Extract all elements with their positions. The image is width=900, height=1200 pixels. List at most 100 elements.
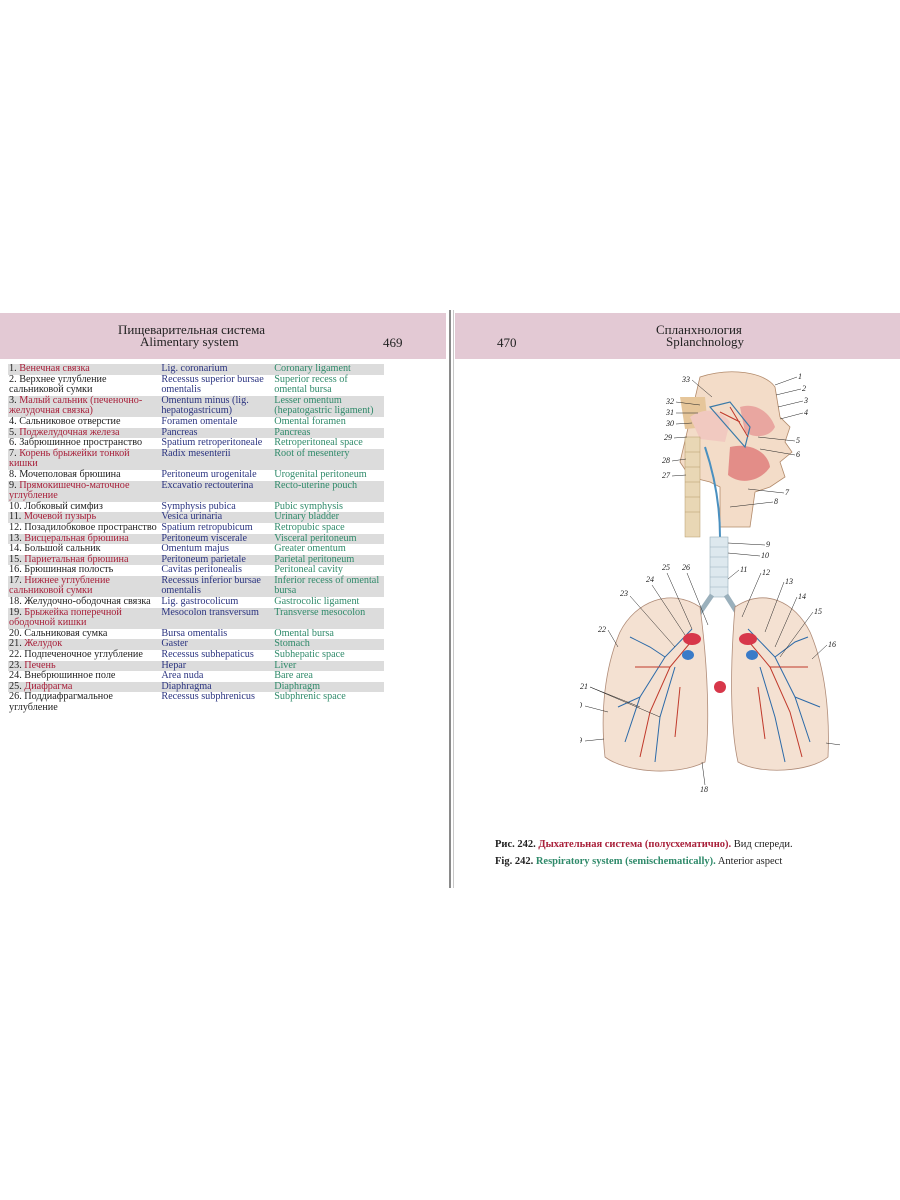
figure-labels: 1 2 3 4 5 6 7 8 9 10 11 12 13 14 15 16 1… xyxy=(580,372,836,794)
term-russian: 16. Брюшинная полость xyxy=(8,564,160,576)
term-english: Peritoneal cavity xyxy=(274,564,343,576)
term-english: Recto-uterine pouch xyxy=(273,480,384,502)
respiratory-figure: 1 2 3 4 5 6 7 8 9 10 11 12 13 14 15 16 1… xyxy=(580,371,840,794)
caption-ru-title: Дыхательная система (полусхематично). xyxy=(538,839,732,850)
term-russian-text: Мочеполовая брюшина xyxy=(19,468,121,480)
term-latin: Cavitas peritonealis xyxy=(161,564,242,576)
term-latin: Omentum majus xyxy=(161,543,229,555)
term-russian-text: Внебрюшинное поле xyxy=(24,670,116,682)
term-number: 10. xyxy=(9,500,22,512)
term-russian-text: Корень брыжейки тонкой кишки xyxy=(9,447,130,470)
left-header-band xyxy=(0,313,446,359)
term-russian: 17. Нижнее углубление сальниковой сумки xyxy=(8,575,161,598)
term-english: Retroperitoneal space xyxy=(274,437,363,449)
term-number: 3. xyxy=(9,394,17,406)
term-russian: 10. Лобковый симфиз xyxy=(8,500,160,513)
term-russian: 18. Желудочно-ободочная связка xyxy=(8,596,160,608)
term-latin: Spatium retroperitoneale xyxy=(161,437,263,449)
term-number: 24. xyxy=(9,670,22,682)
term-russian-text: Сальниковая сумка xyxy=(24,627,108,639)
term-russian: 8. Мочеполовая брюшина xyxy=(8,468,160,481)
term-russian-text: Диафрагма xyxy=(24,680,73,692)
term-russian: 22. Подпеченочное углубление xyxy=(8,649,160,661)
term-russian-text: Большой сальник xyxy=(24,543,101,555)
label-2: 2 xyxy=(802,384,806,393)
term-russian: 24. Внебрюшинное поле xyxy=(8,670,160,682)
label-12: 12 xyxy=(762,568,770,577)
term-latin: Symphysis pubica xyxy=(161,500,236,512)
label-22: 22 xyxy=(598,625,606,634)
table-row: 6. Забрюшинное пространство Spatium retro… xyxy=(8,437,384,449)
head-section xyxy=(679,371,793,538)
term-russian: 15. Париетальная брюшина xyxy=(8,554,161,566)
term-russian-text: Печень xyxy=(24,659,56,671)
right-page-number: 470 xyxy=(497,335,517,350)
term-number: 12. xyxy=(9,521,22,533)
label-33: 33 xyxy=(681,375,690,384)
term-english: Lesser omentum (hepatogastric ligament) xyxy=(273,395,384,417)
term-russian: 25. Диафрагма xyxy=(8,680,161,693)
term-latin: Recessus superior bursae omentalis xyxy=(161,373,264,396)
term-russian-text: Забрюшинное пространство xyxy=(19,437,143,449)
term-number: 1. xyxy=(9,363,17,374)
term-latin: Mesocolon transversum xyxy=(160,607,274,629)
term-latin: Hepar xyxy=(160,660,274,672)
label-19: 19 xyxy=(580,736,582,745)
label-30: 30 xyxy=(665,419,674,428)
term-english: Root of mesentery xyxy=(273,448,384,470)
term-number: 4. xyxy=(9,415,17,427)
label-23: 23 xyxy=(620,589,628,598)
label-24: 24 xyxy=(646,575,654,584)
term-number: 19. xyxy=(9,606,22,618)
term-russian: 2. Верхнее углубление сальниковой сумки xyxy=(8,374,160,396)
right-header-en: Splanchnology xyxy=(666,334,744,349)
term-russian: 12. Позадилобковое пространство xyxy=(8,521,160,534)
term-latin: Pancreas xyxy=(160,427,274,439)
term-english: Inferior recess of omental bursa xyxy=(273,575,384,598)
right-header-band xyxy=(455,313,900,359)
term-russian: 4. Сальниковое отверстие xyxy=(8,415,160,428)
table-row: 3. Малый сальник (печеночно-желудочная с… xyxy=(8,394,384,417)
term-latin: Recessus inferior bursae omentalis xyxy=(160,575,274,598)
caption-ru: Рис. 242. Дыхательная система (полусхема… xyxy=(495,839,895,850)
label-8: 8 xyxy=(774,497,778,506)
label-16: 16 xyxy=(828,640,836,649)
term-russian-text: Позадилобковое пространство xyxy=(24,521,157,533)
term-english: Gastrocolic ligament xyxy=(274,596,360,608)
term-english: Superior recess of omental bursa xyxy=(274,373,348,396)
term-english: Bare area xyxy=(274,670,313,682)
term-russian: 23. Печень xyxy=(8,659,161,672)
term-russian: 14. Большой сальник xyxy=(8,543,160,555)
term-number: 8. xyxy=(9,468,17,480)
term-number: 6. xyxy=(9,437,17,449)
label-9: 9 xyxy=(766,540,770,549)
caption-en-prefix: Fig. 242. xyxy=(495,856,534,867)
term-russian-text: Брюшинная полость xyxy=(24,564,114,576)
lungs xyxy=(602,597,829,772)
term-latin: Spatium retropubicum xyxy=(161,521,253,533)
term-russian-text: Подпеченочное углубление xyxy=(24,649,143,661)
term-russian: 26. Поддиафрагмальное углубление xyxy=(8,692,160,713)
label-18: 18 xyxy=(700,785,708,794)
term-english: Omental bursa xyxy=(274,627,334,639)
term-latin: Radix mesenterii xyxy=(160,448,274,470)
term-russian-text: Венечная связка xyxy=(19,363,90,374)
term-number: 18. xyxy=(9,596,22,608)
term-latin: Omentum minus (lig. hepatogastricum) xyxy=(160,395,274,417)
label-13: 13 xyxy=(785,577,793,586)
term-latin: Excavatio rectouterina xyxy=(160,480,274,502)
left-header-ru: Пищеварительная система xyxy=(118,322,265,337)
term-number: 5. xyxy=(9,426,17,438)
term-latin: Bursa omentalis xyxy=(161,627,228,639)
term-russian-text: Желудочно-ободочная связка xyxy=(24,596,151,608)
term-latin: Recessus subhepaticus xyxy=(161,649,254,661)
